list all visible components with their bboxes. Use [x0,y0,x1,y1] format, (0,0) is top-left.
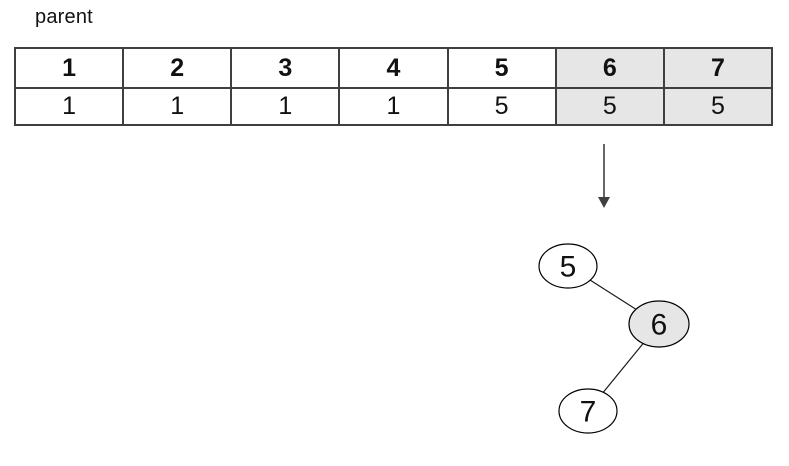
value-cell: 5 [446,87,557,126]
tree-edge-5-6 [567,265,660,325]
tree-node-5: 5 [538,243,598,289]
value-cell: 1 [122,87,233,126]
value-row: 1 1 1 1 5 5 5 [13,87,774,126]
down-arrow-icon [598,144,610,208]
index-cell: 5 [446,47,557,89]
value-cell: 1 [338,87,449,126]
parent-array-title: parent [35,6,93,28]
index-row: 1 2 3 4 5 6 7 [13,47,774,89]
index-cell-highlighted: 6 [554,47,665,89]
tree-node-5-label: 5 [560,251,577,284]
tree-node-7-label: 7 [580,396,597,429]
index-cell: 3 [230,47,341,89]
index-cell: 2 [122,47,233,89]
index-cell-highlighted: 7 [662,47,774,89]
value-cell-highlighted: 5 [554,87,665,126]
index-cell: 4 [338,47,449,89]
tree-diagram: 5 6 7 [538,243,690,434]
tree-node-6: 6 [628,300,690,348]
parent-array-table: 1 2 3 4 5 6 7 1 1 1 1 5 5 5 [13,47,774,126]
tree-node-7: 7 [558,388,618,434]
tree-edge-6-7 [587,323,660,412]
value-cell-highlighted: 5 [662,87,774,126]
value-cell: 1 [230,87,341,126]
value-cell: 1 [13,87,125,126]
index-cell: 1 [13,47,125,89]
tree-node-6-label: 6 [651,309,668,342]
